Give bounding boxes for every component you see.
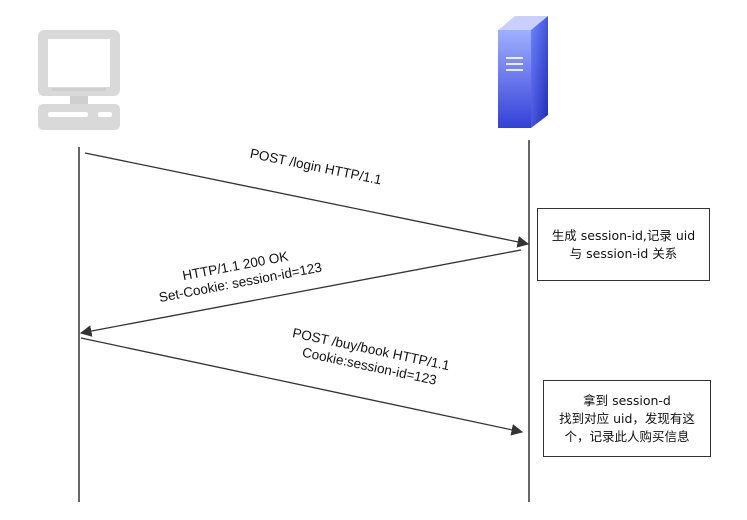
server-tower-icon <box>498 16 548 128</box>
message-arrow-login <box>84 152 530 248</box>
note-lookup-session: 拿到 session-d 找到对应 uid，发现有这 个，记录此人购买信息 <box>543 380 711 457</box>
message-label-buy: POST /buy/book HTTP/1.1 Cookie:session-i… <box>288 325 455 390</box>
message-arrow-buy <box>80 337 524 436</box>
message-label-login: POST /login HTTP/1.1 <box>249 146 383 188</box>
note-line: 找到对应 uid，发现有这 <box>559 410 695 426</box>
note-line: 个，记录此人购买信息 <box>564 428 690 444</box>
note-generate-session: 生成 session-id,记录 uid 与 session-id 关系 <box>537 208 710 281</box>
note-line: 拿到 session-d <box>583 392 671 408</box>
message-label-response: HTTP/1.1 200 OK Set-Cookie: session-id=1… <box>154 243 323 305</box>
note-line: 生成 session-id,记录 uid <box>551 227 696 243</box>
note-line: 与 session-id 关系 <box>569 245 678 261</box>
desktop-computer-icon <box>38 30 120 130</box>
message-arrow-response <box>79 249 522 337</box>
